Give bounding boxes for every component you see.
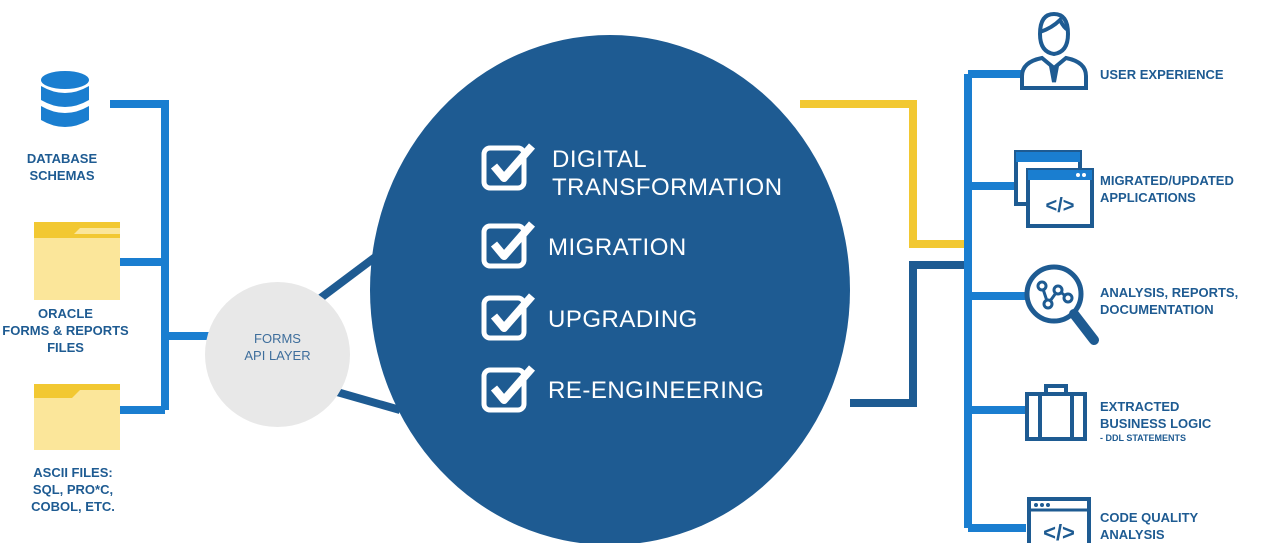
- item-upgrading: UPGRADING: [548, 306, 698, 333]
- checkbox-icon: [481, 221, 536, 269]
- database-icon: [41, 71, 89, 127]
- checkbox-icon: [481, 143, 536, 191]
- ddl-statements-note: - DDL STATEMENTS: [1100, 433, 1186, 443]
- yellow-connector: [800, 100, 965, 248]
- right-connector: [964, 70, 1026, 532]
- magnifier-graph-icon: [1024, 264, 1099, 345]
- item-re-engineering: RE-ENGINEERING: [548, 377, 765, 404]
- blue-connector: [850, 261, 965, 407]
- output-user-experience: USER EXPERIENCE: [1100, 67, 1224, 82]
- output-analysis-reports: ANALYSIS, REPORTS,DOCUMENTATION: [1100, 285, 1239, 317]
- briefcase-icon: [1025, 384, 1087, 441]
- checkbox-icon: [481, 293, 536, 341]
- item-migration: MIGRATION: [548, 234, 687, 261]
- svg-text:</>: </>: [1046, 195, 1075, 217]
- center-circle: [370, 35, 850, 543]
- user-icon: [1020, 11, 1088, 90]
- svg-text:</>: </>: [1043, 520, 1075, 543]
- left-connector: [110, 100, 210, 414]
- hub-to-center-lower: [328, 386, 402, 414]
- checkbox-icon: [481, 365, 536, 413]
- code-window-icon: </>: [1027, 497, 1091, 543]
- folder-icon: [34, 384, 120, 450]
- api-layer-circle: [205, 282, 350, 427]
- input-ascii-files: ASCII FILES:SQL, PRO*C,COBOL, ETC.: [31, 465, 115, 514]
- code-windows-icon: </>: [1014, 150, 1094, 228]
- folder-icon: [34, 222, 120, 300]
